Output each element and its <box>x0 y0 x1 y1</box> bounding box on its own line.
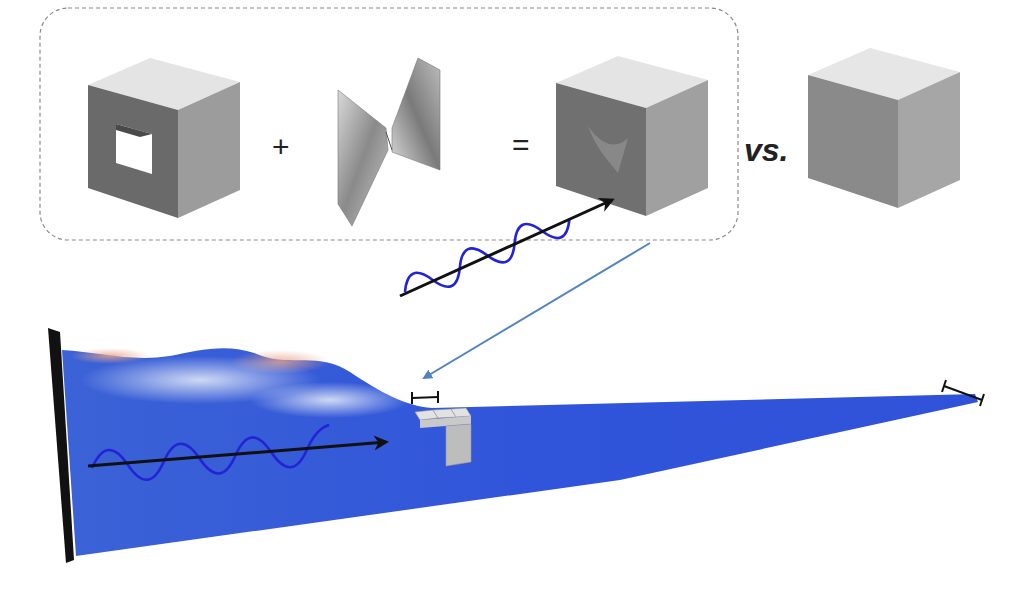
leader-arrow <box>424 243 650 378</box>
cube-array <box>415 408 471 466</box>
width-bracket <box>412 391 438 404</box>
group-frame <box>40 8 738 240</box>
width-bracket <box>942 380 984 406</box>
combined-cube <box>556 56 708 216</box>
propagation-arrow <box>400 200 612 296</box>
wave-maker <box>48 328 74 563</box>
propagation-arrow <box>88 442 386 466</box>
operator-symbol: + <box>272 132 290 162</box>
wave-tank <box>48 328 978 563</box>
comparison-label: vs. <box>744 134 788 166</box>
hollow-cube <box>88 58 240 218</box>
twisted-vanes <box>338 58 440 226</box>
solid-cube <box>808 48 960 208</box>
operator-symbol: = <box>512 130 530 160</box>
